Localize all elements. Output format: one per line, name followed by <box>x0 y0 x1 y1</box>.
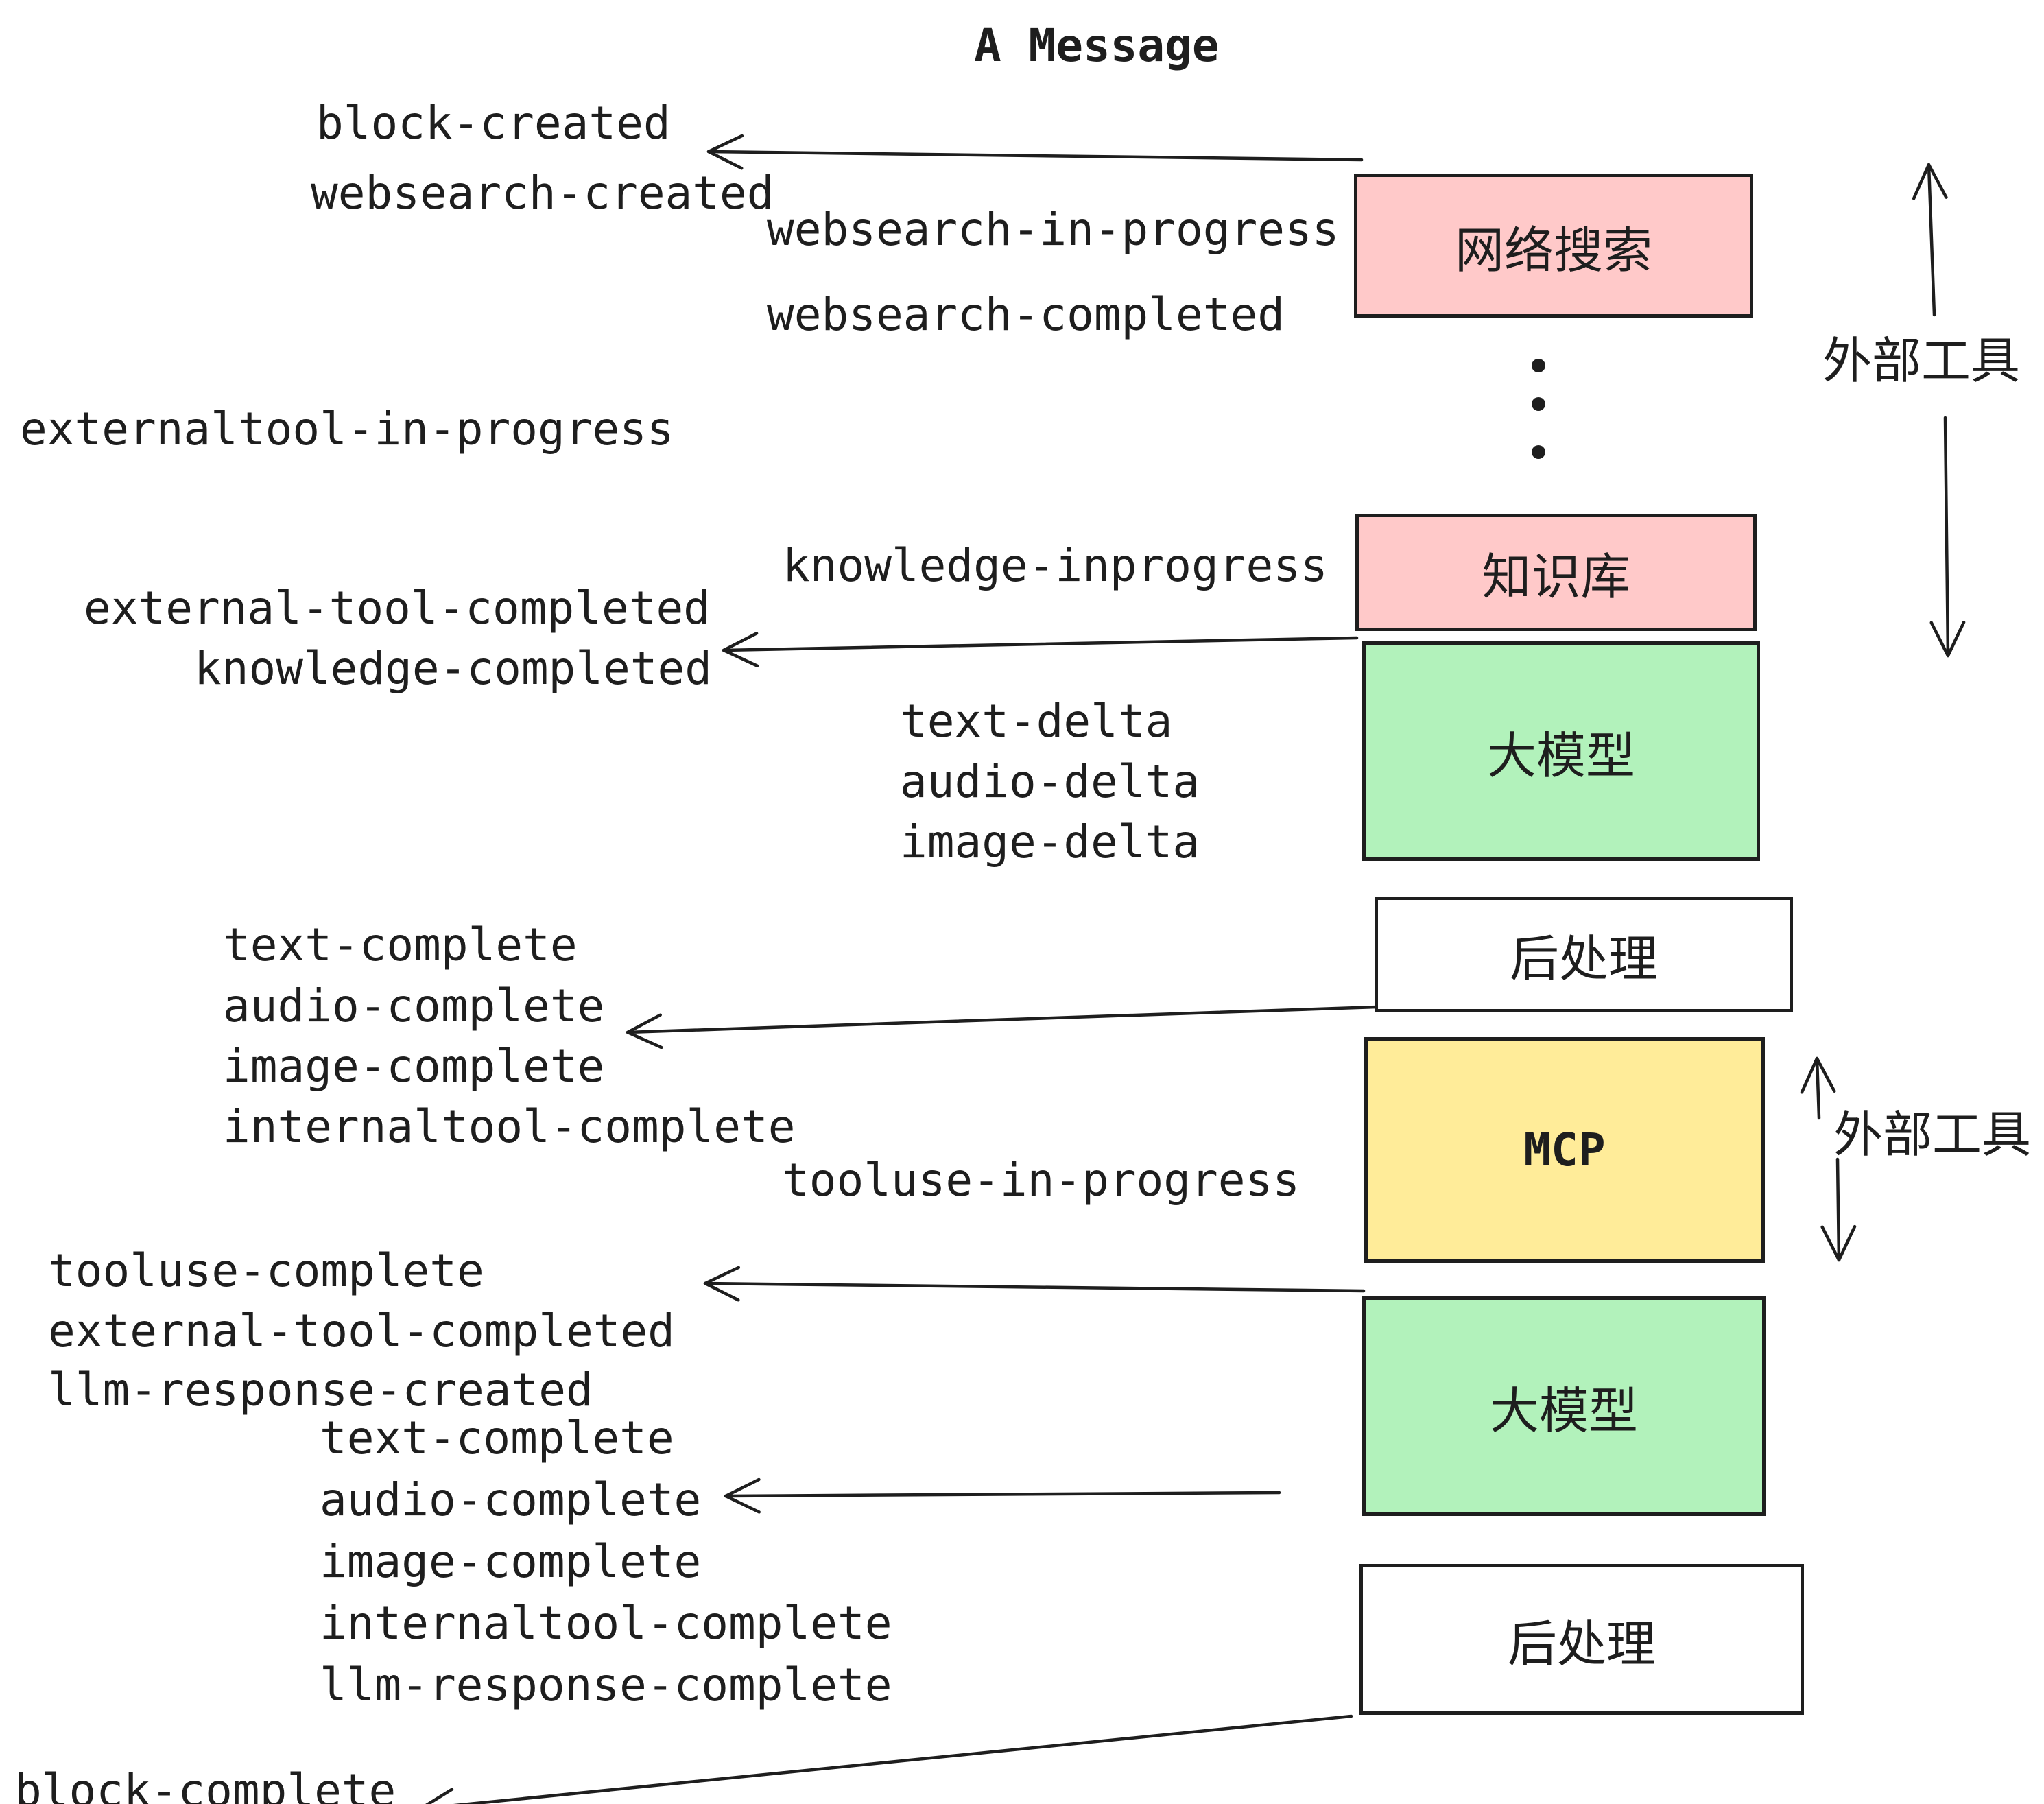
event-text-delta-1: text-delta <box>900 695 1173 748</box>
arrow-external-tools-2-up <box>1800 1056 1836 1120</box>
box-postprocess-1-label: 后处理 <box>1509 930 1658 988</box>
box-llm-2-label: 大模型 <box>1489 1381 1638 1440</box>
arrow-to-block-complete-shaft <box>453 1714 1353 1804</box>
event-block-complete: block-complete <box>14 1764 396 1804</box>
arrow-to-knowledge-completed <box>722 632 1359 667</box>
event-audio-delta-1: audio-delta <box>900 755 1200 808</box>
ellipsis-dots-3 <box>1532 445 1545 459</box>
arrow-external-tools-2-up-shaft <box>1815 1056 1821 1120</box>
arrow-to-websearch-created-head <box>706 134 744 170</box>
event-audio-complete-2: audio-complete <box>320 1473 702 1526</box>
arrow-external-tools-1-up-head <box>1912 163 1948 200</box>
event-externaltool-in-progress: externaltool-in-progress <box>20 403 674 455</box>
box-knowledge: 知识库 <box>1355 514 1757 631</box>
event-internaltool-complete-1: internaltool-complete <box>223 1100 796 1153</box>
box-llm-1-label: 大模型 <box>1486 726 1635 785</box>
event-internaltool-complete-2: internaltool-complete <box>320 1597 892 1650</box>
box-postprocess-2: 后处理 <box>1359 1564 1804 1715</box>
event-external-tool-completed-1: external-tool-completed <box>84 582 711 634</box>
arrow-external-tools-1-down <box>1929 416 1966 658</box>
box-postprocess-2-label: 后处理 <box>1507 1615 1656 1673</box>
box-llm-2: 大模型 <box>1362 1296 1766 1516</box>
ellipsis-dots-1 <box>1532 359 1545 372</box>
event-tooluse-complete: tooluse-complete <box>48 1244 484 1297</box>
event-llm-response-created: llm-response-created <box>48 1364 593 1416</box>
event-websearch-completed: websearch-completed <box>767 288 1285 341</box>
side-label-external-tools-2: 外部工具 <box>1833 1106 2032 1163</box>
arrow-to-image-complete-head <box>626 1013 663 1049</box>
event-text-complete-1: text-complete <box>223 918 578 971</box>
ellipsis-dots <box>1532 359 1545 459</box>
arrow-external-tools-1-down-head <box>1929 620 1966 658</box>
arrow-to-tooluse-complete <box>703 1266 1366 1302</box>
box-postprocess-1: 后处理 <box>1375 897 1793 1012</box>
arrow-external-tools-1-down-shaft <box>1943 416 1950 658</box>
event-tooluse-in-progress: tooluse-in-progress <box>782 1154 1300 1207</box>
box-mcp: MCP <box>1364 1037 1765 1263</box>
box-knowledge-label: 知识库 <box>1482 548 1630 606</box>
event-image-complete-1: image-complete <box>223 1040 605 1093</box>
arrow-to-websearch-created-shaft <box>706 150 1364 162</box>
arrow-to-image-complete <box>626 1005 1379 1049</box>
arrow-to-audio-complete-head <box>724 1477 761 1514</box>
arrow-to-audio-complete <box>724 1477 1281 1514</box>
event-llm-response-complete: llm-response-complete <box>320 1659 892 1711</box>
side-label-external-tools-1: 外部工具 <box>1822 332 2021 390</box>
arrow-to-tooluse-complete-shaft <box>703 1281 1366 1293</box>
box-websearch-label: 网络搜索 <box>1454 221 1652 279</box>
ellipsis-dots-2 <box>1532 397 1545 411</box>
arrow-external-tools-2-up-head <box>1800 1056 1836 1094</box>
arrow-to-audio-complete-shaft <box>724 1491 1281 1498</box>
event-external-tool-completed-2: external-tool-completed <box>48 1305 675 1357</box>
arrow-to-knowledge-completed-head <box>722 632 759 667</box>
box-websearch: 网络搜索 <box>1354 174 1753 318</box>
event-text-complete-2: text-complete <box>320 1412 674 1464</box>
event-knowledge-completed: knowledge-completed <box>194 642 712 695</box>
diagram-title: A Message <box>974 19 1220 72</box>
arrow-to-tooluse-complete-head <box>703 1266 741 1302</box>
box-llm-1: 大模型 <box>1362 641 1760 861</box>
arrow-external-tools-2-down-shaft <box>1835 1157 1841 1262</box>
event-websearch-created: websearch-created <box>311 167 774 219</box>
event-image-delta-1: image-delta <box>900 816 1200 868</box>
arrow-to-image-complete-shaft <box>626 1005 1379 1034</box>
arrow-to-websearch-created <box>706 134 1364 170</box>
arrow-to-block-complete-head <box>425 1788 454 1804</box>
event-image-complete-2: image-complete <box>320 1535 702 1588</box>
event-knowledge-inprogress: knowledge-inprogress <box>783 539 1328 592</box>
arrow-external-tools-2-down-head <box>1820 1224 1857 1262</box>
arrow-to-block-complete <box>425 1714 1353 1804</box>
event-block-created: block-created <box>316 97 671 150</box>
box-mcp-label: MCP <box>1523 1124 1606 1176</box>
arrow-external-tools-1-up <box>1912 163 1948 317</box>
event-audio-complete-1: audio-complete <box>223 980 605 1032</box>
arrow-external-tools-1-up-shaft <box>1927 163 1936 317</box>
arrow-external-tools-2-down <box>1820 1157 1857 1262</box>
arrow-to-knowledge-completed-shaft <box>722 636 1359 652</box>
event-websearch-in-progress: websearch-in-progress <box>767 203 1340 256</box>
